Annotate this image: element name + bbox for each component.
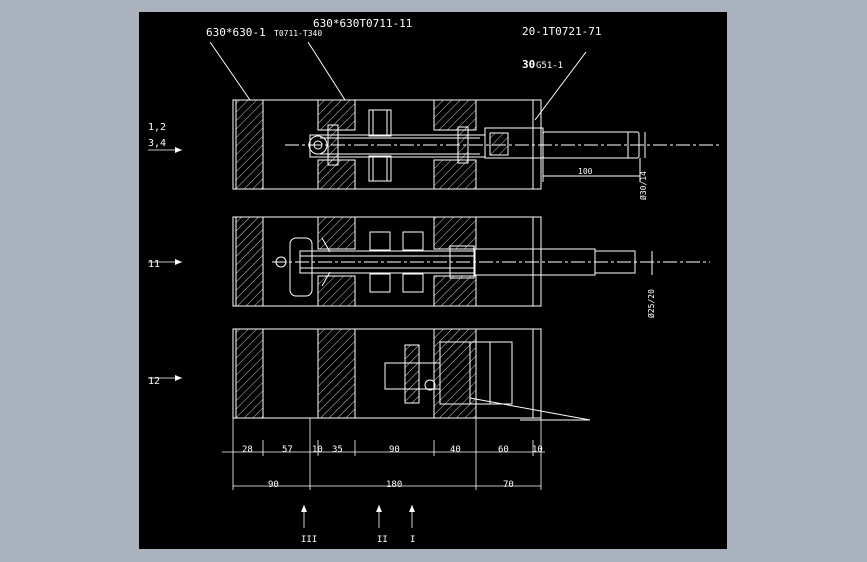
dim-shaft-length: 100 — [578, 167, 593, 176]
dim-diameter-top: Ø30/14 — [638, 171, 648, 200]
arrowheads — [175, 147, 415, 512]
dim-row1-8: 10 — [532, 445, 543, 455]
dim-diameter-mid: Ø25/20 — [646, 289, 656, 318]
view-1-gear-b — [368, 155, 392, 182]
view-2-gear-d — [402, 273, 424, 293]
view-1-assembly — [209, 41, 720, 190]
dim-row1-3: 10 — [312, 445, 323, 455]
callout-left-sub: T0711-T340 — [274, 29, 322, 38]
callout-center: 630*630T0711-11 — [313, 17, 412, 30]
section-label-3: III — [301, 535, 317, 545]
view-2-gear-c — [402, 231, 424, 251]
callout-left: 630*630-1 — [206, 26, 266, 39]
view-1-wall-3b — [433, 159, 477, 190]
view-3-gear — [404, 344, 420, 404]
dim-row1-6: 40 — [450, 445, 461, 455]
view-1-gear-a — [368, 109, 392, 137]
callout-right-sub-bold: 30 — [522, 58, 535, 71]
dim-row1-5: 90 — [389, 445, 400, 455]
dim-row2-2: 180 — [386, 480, 402, 490]
dim-row2-3: 70 — [503, 480, 514, 490]
view-1-wall-3a — [433, 99, 477, 131]
section-label-1: I — [410, 535, 415, 545]
view-3-label: 12 — [148, 376, 160, 387]
dim-row1-2: 57 — [282, 445, 293, 455]
view-3-flange — [439, 341, 513, 405]
view-2-label: 11 — [148, 259, 160, 270]
view-2-handwheel — [289, 237, 313, 297]
view-2-assembly — [232, 216, 710, 307]
view-2-housing — [232, 216, 542, 307]
view-2-gear-a — [369, 231, 391, 251]
view-3-assembly — [232, 328, 591, 421]
callout-right-top: 20-1T0721-71 — [522, 25, 601, 38]
dim-row1-4: 35 — [332, 445, 343, 455]
view-1-label-a: 1,2 — [148, 122, 166, 133]
dim-row1-1: 28 — [242, 445, 253, 455]
section-label-2: II — [377, 535, 388, 545]
view-2-gear-b — [369, 273, 391, 293]
view-1-label-b: 3,4 — [148, 138, 166, 149]
callout-right-sub: G51-1 — [536, 61, 563, 71]
view-1-wall-1 — [235, 99, 264, 190]
view-3-housing — [232, 328, 542, 419]
dim-row2-1: 90 — [268, 480, 279, 490]
dim-row1-7: 60 — [498, 445, 509, 455]
